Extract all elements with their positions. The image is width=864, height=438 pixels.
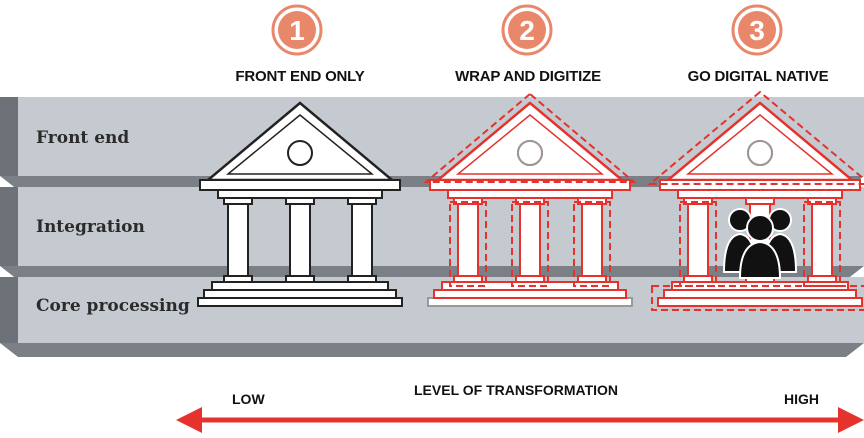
step-title-2: WRAP AND DIGITIZE xyxy=(455,68,601,85)
temple-wrap-and-digitize xyxy=(423,92,637,308)
layer-label-core-processing: Core processing xyxy=(36,296,190,316)
people-icon xyxy=(722,208,798,279)
step-title-1: FRONT END ONLY xyxy=(235,68,365,85)
layer-label-front-end: Front end xyxy=(36,128,130,148)
axis-title: LEVEL OF TRANSFORMATION xyxy=(414,382,619,398)
step-title-3: GO DIGITAL NATIVE xyxy=(687,68,829,85)
axis-high-label: HIGH xyxy=(784,391,819,407)
transformation-arrow-icon xyxy=(176,407,864,433)
badge-1-number: 1 xyxy=(289,15,305,46)
badge-2-number: 2 xyxy=(519,15,535,46)
badge-3-icon xyxy=(731,4,783,56)
axis-low-label: LOW xyxy=(232,391,265,407)
badge-2-icon xyxy=(501,4,553,56)
temple-go-digital-native xyxy=(647,90,864,311)
badge-1-icon xyxy=(271,4,323,56)
layer-label-integration: Integration xyxy=(36,217,145,237)
badge-3-number: 3 xyxy=(749,15,765,46)
